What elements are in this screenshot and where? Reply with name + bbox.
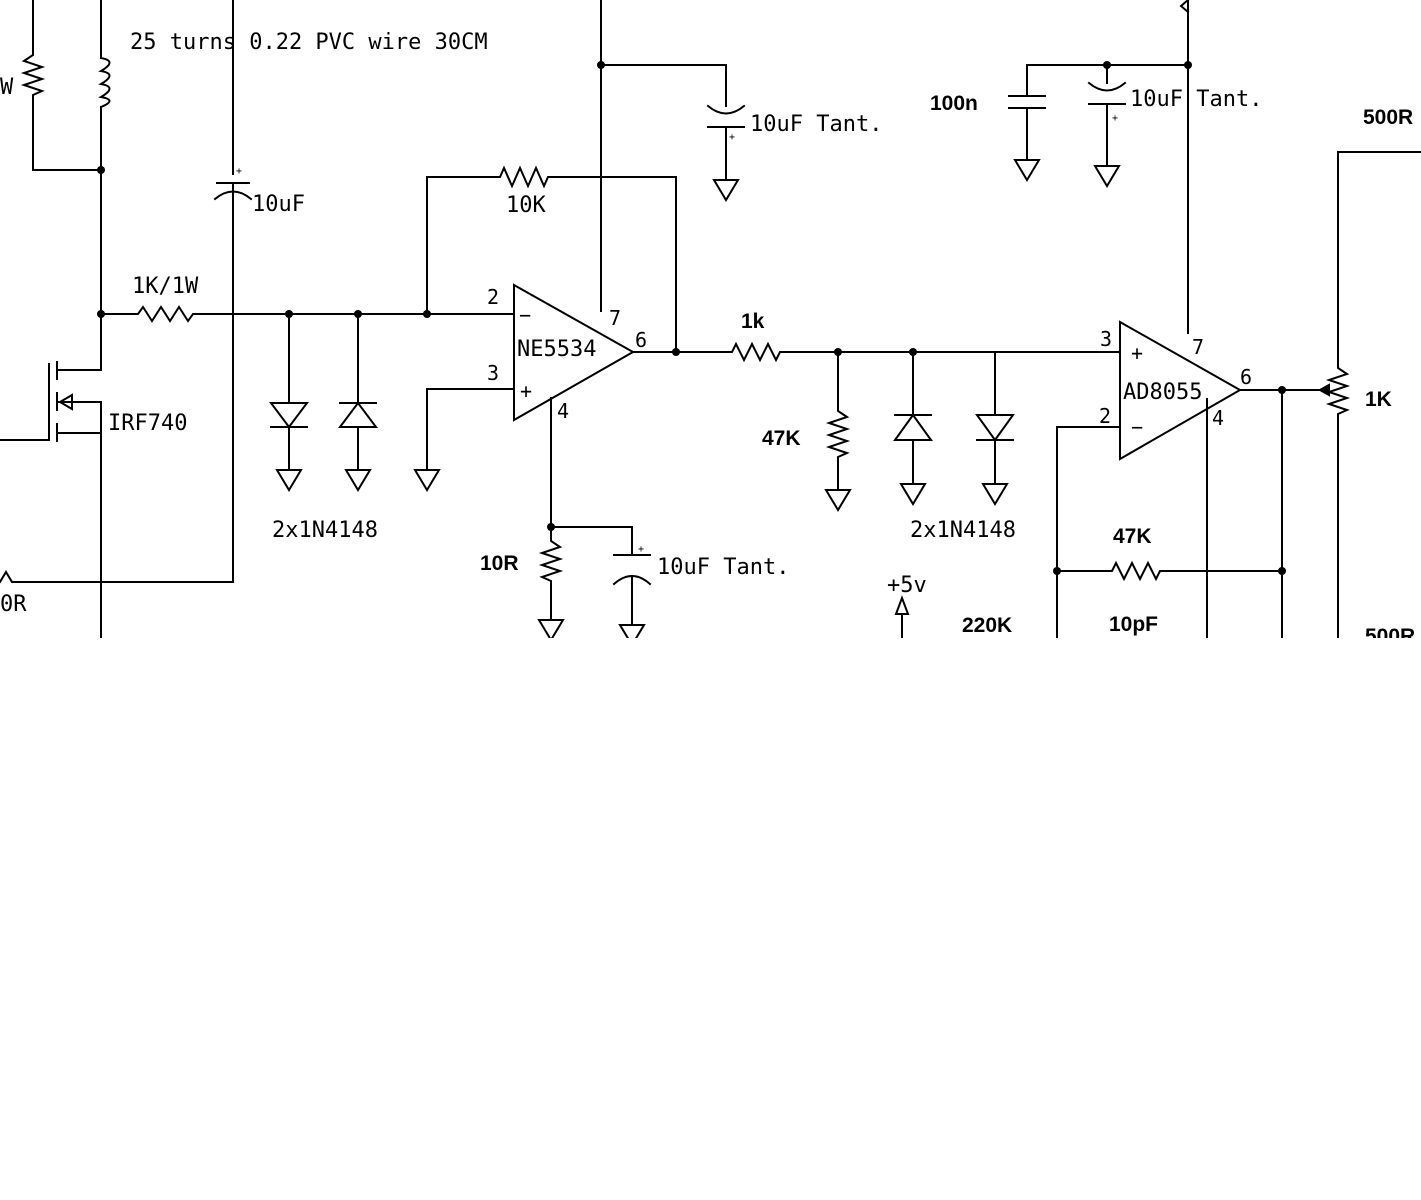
diode-pair-1 — [269, 313, 378, 491]
label-c-tant-top: 10uF Tant. — [750, 112, 882, 137]
sign-u1-plus: + — [520, 379, 532, 403]
svg-text:+: + — [1112, 113, 1118, 124]
label-c-tant-right: 10uF Tant. — [1130, 87, 1262, 112]
mosfet-irf740 — [0, 344, 102, 638]
pin-u2-3: 3 — [1100, 327, 1112, 351]
label-ad8055: AD8055 — [1123, 380, 1202, 405]
label-r-47k-shunt: 47K — [762, 427, 801, 450]
label-r-500r-bottom: 500R — [1365, 625, 1415, 648]
feedback-10k — [426, 165, 677, 353]
label-c-10uf: 10uF — [252, 192, 305, 217]
pot-1k — [1325, 151, 1421, 638]
opamp-ad8055 — [1056, 320, 1330, 638]
wire-u1-out-1k — [632, 341, 1121, 363]
label-left-resistor: W — [0, 75, 14, 100]
label-ne5534: NE5534 — [517, 337, 596, 362]
coil — [98, 0, 111, 346]
diode-pair-2 — [893, 351, 1015, 505]
wire-input-1k1w — [100, 305, 515, 323]
left-resistor — [20, 0, 102, 171]
svg-text:+: + — [236, 166, 242, 177]
label-pot-1k: 1K — [1365, 388, 1392, 411]
svg-text:+: + — [729, 132, 735, 143]
opamp-ne5534 — [414, 283, 636, 491]
pin-u2-2: 2 — [1099, 404, 1111, 428]
pin-u2-6: 6 — [1240, 365, 1252, 389]
label-r-1k: 1k — [741, 310, 765, 333]
label-r-47k-fb: 47K — [1113, 525, 1152, 548]
pin-u1-6: 6 — [635, 328, 647, 352]
junction-dot — [97, 166, 105, 174]
sign-u2-plus: + — [1131, 341, 1143, 365]
pin-u2-4: 4 — [1212, 406, 1224, 430]
label-r-10r: 10R — [480, 552, 519, 575]
pin4-network: + — [538, 397, 652, 638]
label-diodes-2: 2x1N4148 — [910, 518, 1016, 543]
label-r-1k1w: 1K/1W — [132, 274, 199, 299]
pin-u1-4: 4 — [557, 399, 569, 423]
ground-symbol — [414, 465, 440, 491]
pin-u1-3: 3 — [487, 361, 499, 385]
svg-text:+: + — [638, 544, 644, 555]
label-r-10k: 10K — [506, 193, 546, 218]
resistor-47k-shunt — [825, 351, 851, 511]
pin-u1-7: 7 — [609, 306, 621, 330]
coil-note: 25 turns 0.22 PVC wire 30CM — [130, 30, 488, 55]
capacitor-10uf: + — [213, 166, 253, 201]
label-c-10pf: 10pF — [1109, 613, 1158, 636]
sign-u1-minus: − — [519, 303, 531, 327]
bottom-left-resistor — [0, 0, 234, 584]
feedback-47k — [1053, 560, 1286, 582]
sign-u2-minus: − — [1131, 415, 1143, 439]
label-supply: +5v — [887, 573, 927, 598]
label-diodes-1: 2x1N4148 — [272, 518, 378, 543]
pin-u2-7: 7 — [1192, 335, 1204, 359]
pin-u1-2: 2 — [487, 285, 499, 309]
label-bottom-resistor: 0R — [0, 592, 27, 617]
label-c-100n: 100n — [930, 92, 978, 115]
label-r-220k: 220K — [962, 614, 1012, 637]
decoupling-right: + — [1008, 0, 1192, 334]
label-r-500r-top: 500R — [1363, 106, 1413, 129]
label-irf740: IRF740 — [108, 411, 187, 436]
capacitor-tant-top: + — [600, 64, 746, 201]
supply-arrow — [894, 595, 910, 638]
label-c-tant-bottom: 10uF Tant. — [657, 555, 789, 580]
